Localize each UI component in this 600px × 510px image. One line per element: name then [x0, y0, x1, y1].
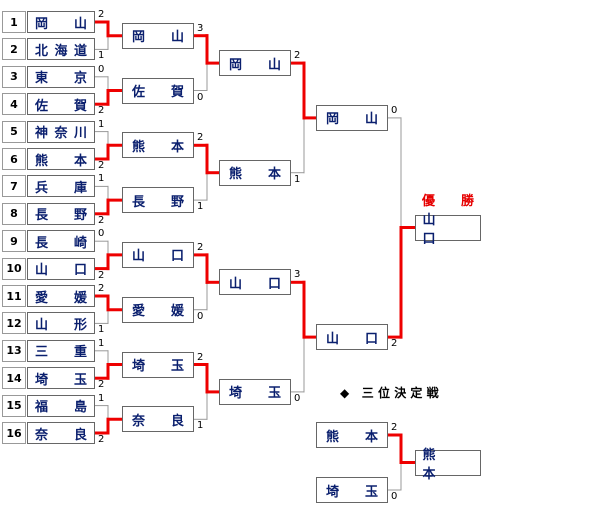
team-box: 埼 玉 — [27, 367, 95, 390]
score-label: 2 — [197, 132, 204, 144]
score-label: 3 — [294, 269, 301, 281]
team-box: 熊 本 — [316, 422, 388, 448]
third-place-title: ◆ 三位決定戦 — [340, 386, 443, 400]
team-box: 兵 庫 — [27, 175, 95, 198]
seed-number: 14 — [2, 367, 26, 390]
score-label: 0 — [391, 104, 398, 116]
champion-box: 山 口 — [415, 213, 481, 247]
seed-number: 10 — [2, 257, 26, 280]
seed-number: 11 — [2, 285, 26, 307]
score-label: 2 — [98, 269, 105, 281]
team-box: 熊 本 — [27, 148, 95, 170]
score-label: 0 — [391, 491, 398, 502]
score-label: 0 — [98, 63, 105, 75]
score-label: 0 — [197, 310, 204, 322]
score-label: 1 — [197, 420, 204, 432]
team-box: 佐 賀 — [122, 77, 194, 104]
score-label: 0 — [294, 392, 301, 404]
score-label: 2 — [391, 338, 398, 350]
team-box: 埼 玉 — [219, 378, 291, 405]
team-box: 愛 媛 — [122, 296, 194, 323]
score-label: 1 — [98, 173, 105, 185]
team-box: 岡 山 — [27, 11, 95, 33]
team-box: 山 口 — [219, 269, 291, 296]
seed-number: 5 — [2, 120, 26, 143]
team-box: 北海道 — [27, 38, 95, 61]
team-box: 埼 玉 — [316, 477, 388, 503]
score-label: 1 — [294, 173, 301, 185]
team-box: 岡 山 — [122, 22, 194, 49]
team-box: 三 重 — [27, 339, 95, 362]
team-box: 熊 本 — [415, 448, 481, 482]
seed-number: 15 — [2, 394, 26, 417]
score-label: 1 — [98, 50, 105, 62]
score-label: 2 — [197, 351, 204, 363]
team-box: 東 京 — [27, 65, 95, 88]
team-box: 山 口 — [316, 324, 388, 351]
team-box: 熊 本 — [219, 159, 291, 186]
score-label: 2 — [391, 422, 398, 433]
team-box: 長 崎 — [27, 230, 95, 253]
score-label: 2 — [98, 283, 105, 294]
seed-number: 2 — [2, 38, 26, 61]
score-label: 1 — [98, 118, 105, 130]
score-label: 1 — [98, 392, 105, 404]
seed-number: 13 — [2, 339, 26, 362]
score-label: 1 — [98, 337, 105, 349]
team-box: 奈 良 — [122, 406, 194, 433]
seed-number: 1 — [2, 11, 26, 33]
seed-number: 6 — [2, 148, 26, 170]
score-label: 2 — [98, 214, 105, 226]
team-box: 長 野 — [122, 187, 194, 214]
score-label: 2 — [98, 105, 105, 117]
team-box: 岡 山 — [316, 104, 388, 131]
team-box: 佐 賀 — [27, 93, 95, 116]
score-label: 2 — [98, 160, 105, 171]
team-box: 愛 媛 — [27, 285, 95, 307]
team-box: 神奈川 — [27, 120, 95, 143]
seed-number: 4 — [2, 93, 26, 116]
score-label: 2 — [197, 241, 204, 253]
score-label: 1 — [197, 201, 204, 213]
seed-number: 16 — [2, 422, 26, 444]
score-label: 2 — [98, 9, 105, 20]
score-label: 1 — [98, 324, 105, 336]
team-box: 岡 山 — [219, 50, 291, 77]
team-box: 長 野 — [27, 202, 95, 225]
team-box: 山 口 — [27, 257, 95, 280]
score-label: 2 — [98, 379, 105, 391]
score-label: 0 — [98, 228, 105, 240]
champion-label: 優 勝 — [421, 194, 481, 209]
score-label: 2 — [294, 50, 301, 62]
team-box: 奈 良 — [27, 422, 95, 444]
team-box: 熊 本 — [122, 132, 194, 159]
team-box: 福 島 — [27, 394, 95, 417]
team-box: 山 形 — [27, 312, 95, 335]
team-box: 山 口 — [122, 241, 194, 268]
score-label: 3 — [197, 22, 204, 34]
team-box: 埼 玉 — [122, 351, 194, 378]
score-label: 0 — [197, 91, 204, 103]
seed-number: 3 — [2, 65, 26, 88]
seed-number: 12 — [2, 312, 26, 335]
seed-number: 8 — [2, 202, 26, 225]
score-label: 2 — [98, 434, 105, 445]
seed-number: 9 — [2, 230, 26, 253]
seed-number: 7 — [2, 175, 26, 198]
